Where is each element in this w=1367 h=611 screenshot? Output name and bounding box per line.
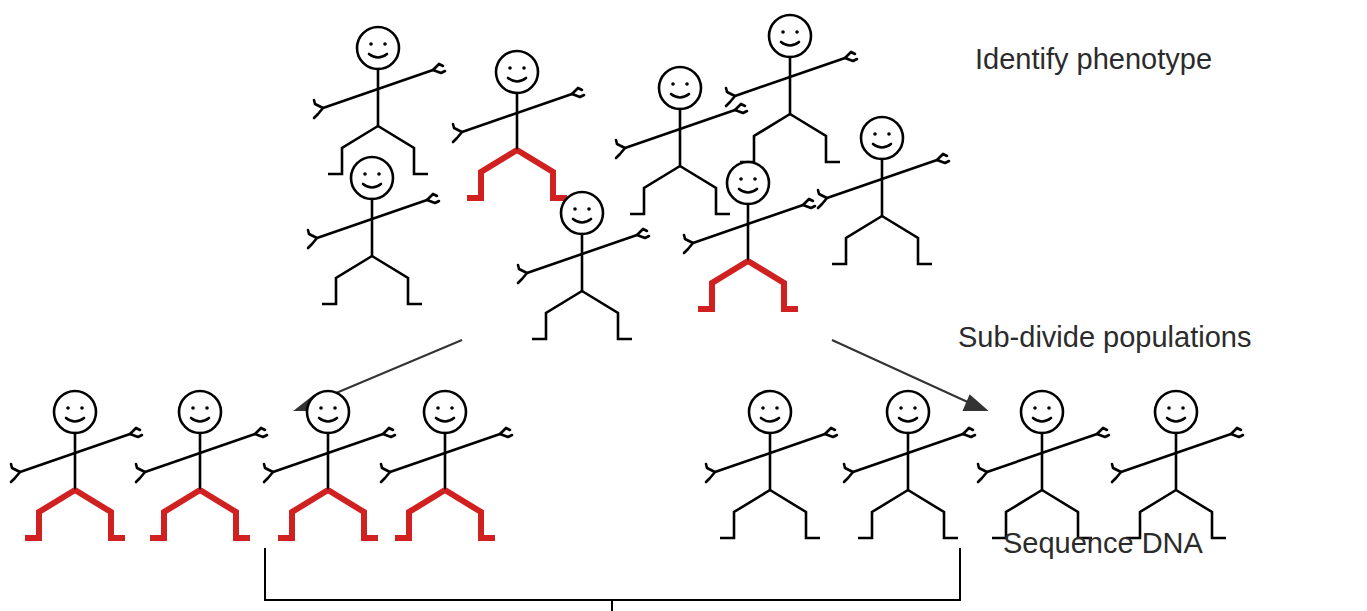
split-arrow [296, 340, 986, 410]
stick-figure [978, 391, 1109, 538]
stick-figure [11, 391, 142, 538]
stick-figure [706, 391, 837, 538]
step-label: Sub-divide populations [958, 322, 1251, 354]
bracket [265, 548, 960, 611]
stick-figure [308, 157, 439, 304]
stick-figure [1112, 391, 1243, 538]
stick-figure [844, 391, 975, 538]
stick-figure [453, 51, 584, 198]
stick-figure [818, 117, 949, 264]
stick-figure [136, 391, 267, 538]
step-label: Sequence DNA [1003, 528, 1203, 560]
stick-figure [518, 192, 649, 339]
step-label: Identify phenotype [975, 44, 1212, 76]
stick-figure [381, 391, 512, 538]
stick-figure [684, 162, 815, 309]
stick-figure [726, 15, 857, 162]
stick-figure [314, 27, 445, 174]
stick-figure [264, 391, 395, 538]
